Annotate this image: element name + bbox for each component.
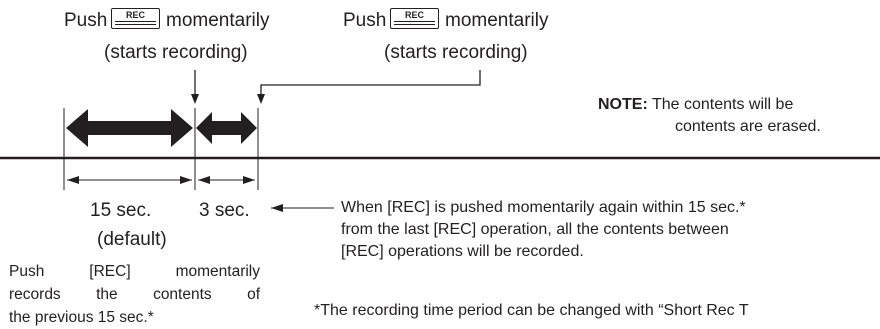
- push-label-2: Push: [343, 10, 387, 31]
- note-line-1: NOTE: The contents will be: [598, 97, 793, 113]
- rec-key-label-2: REC: [404, 10, 424, 20]
- starts-recording-label-2: (starts recording): [384, 42, 528, 63]
- note-text-2: contents are erased.: [675, 118, 821, 135]
- rec-key-icon-2: REC: [390, 8, 439, 29]
- right-caption-line-1: When [REC] is pushed momentarily again w…: [341, 199, 746, 216]
- double-arrow-3s-icon: [196, 112, 257, 144]
- duration-15s-label: 15 sec.: [90, 200, 152, 221]
- dimension-3s-right-arrow-icon: [243, 176, 255, 184]
- dimension-3s-left-arrow-icon: [198, 176, 210, 184]
- momentarily-label-1: momentarily: [166, 10, 270, 31]
- starts-recording-label-1: (starts recording): [104, 42, 248, 63]
- footnote: *The recording time period can be change…: [314, 302, 749, 319]
- default-label: (default): [97, 229, 167, 250]
- duration-3s-label: 3 sec.: [199, 200, 250, 221]
- left-caption-line-2: records the contents of: [9, 286, 260, 303]
- dimension-15s-right-arrow-icon: [180, 176, 192, 184]
- right-caption-line-3: [REC] operations will be recorded.: [341, 243, 584, 260]
- momentarily-label-2: momentarily: [445, 10, 549, 31]
- double-arrow-15s-icon: [66, 109, 193, 147]
- note-label: NOTE:: [598, 96, 648, 113]
- left-caption-line-1: Push [REC] momentarily: [9, 263, 260, 280]
- rec-key-label-1: REC: [125, 10, 145, 20]
- pointer-head-1-icon: [191, 94, 199, 104]
- note-text-1: The contents will be: [651, 96, 794, 113]
- right-caption-line-2: from the last [REC] operation, all the c…: [341, 221, 729, 238]
- caption-pointer-arrow-icon: [271, 204, 283, 212]
- push-label-1: Push: [64, 10, 108, 31]
- pointer-head-2-icon: [257, 94, 265, 104]
- pointer-line-2: [260, 70, 481, 96]
- left-caption-line-3: the previous 15 sec.*: [9, 309, 154, 326]
- rec-key-icon-1: REC: [111, 8, 160, 29]
- dimension-15s-left-arrow-icon: [67, 176, 79, 184]
